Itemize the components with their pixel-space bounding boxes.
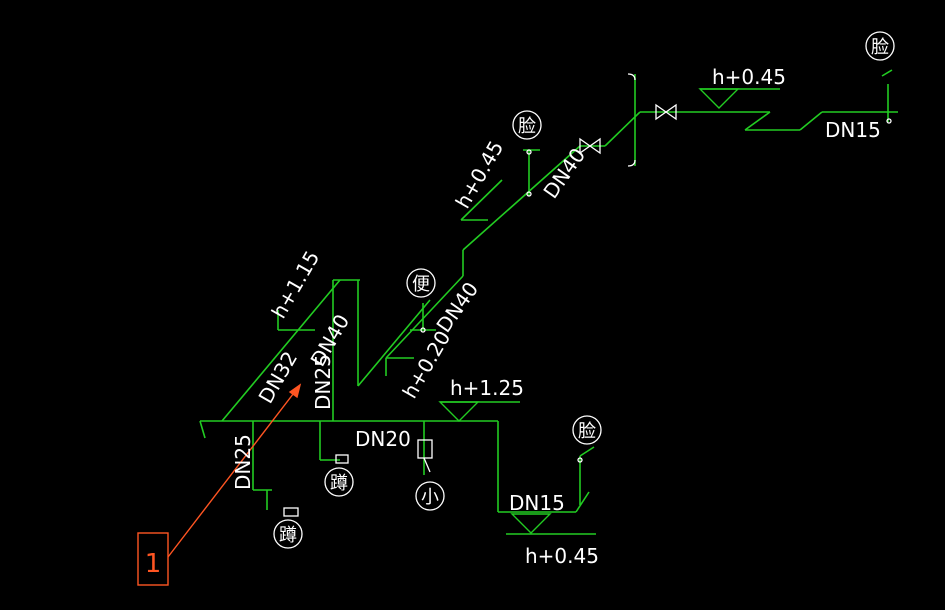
callout-leader — [167, 384, 301, 558]
valve-icon-1 — [579, 137, 601, 155]
washbasin-top-circle — [865, 31, 895, 61]
elev-slope: h+0.20 — [398, 326, 456, 402]
urinal-circle — [415, 481, 445, 511]
squat1-box — [283, 507, 299, 517]
fixture-squat-1: 蹲 — [279, 525, 297, 546]
bottom-washbasin-hook — [579, 446, 595, 457]
washbasin-bottom-circle — [572, 415, 602, 445]
tap-dot-4 — [577, 457, 583, 463]
label-dn25-branch: DN25 — [231, 434, 255, 490]
label-dn40-mid: DN40 — [431, 277, 483, 336]
label-dn40-upper: DN40 — [538, 143, 590, 202]
elev-bottom: h+0.45 — [525, 544, 599, 568]
top-branch-3 — [799, 111, 823, 131]
triangle-bottom — [510, 513, 552, 534]
triangle-main — [438, 401, 480, 422]
bottom-riser — [575, 491, 590, 513]
toilet-circle — [406, 268, 436, 298]
tap-dot-3 — [886, 118, 892, 124]
valve-icon-2 — [655, 103, 677, 121]
squat1-circle — [273, 519, 303, 549]
label-dn15-top: DN15 — [825, 118, 881, 142]
symbol-layer — [273, 31, 895, 549]
diagonal-dn40-mid — [385, 275, 464, 359]
washbasin-mid-circle — [512, 110, 542, 140]
elevation-triangles — [438, 88, 740, 534]
fixture-squat-2: 蹲 — [330, 473, 348, 494]
fixture-urinal: 小 — [421, 487, 439, 508]
top-washbasin-hook — [881, 69, 893, 77]
diagonal-riser-dn32 — [221, 279, 341, 422]
squat2-box — [335, 454, 349, 464]
squat2-circle — [324, 467, 354, 497]
brace-icon — [627, 73, 636, 167]
label-dn25-vertical: DN25 — [311, 354, 335, 410]
fixture-washbasin-top: 脸 — [871, 37, 889, 58]
elevation-diagonal-mid — [460, 179, 503, 221]
tap-dot-2 — [526, 191, 532, 197]
urinal-box — [417, 439, 433, 459]
valve-segment-2 — [604, 111, 641, 147]
callout-box — [137, 532, 169, 586]
pipe-network — [199, 69, 898, 535]
elev-left: h+1.15 — [267, 246, 325, 322]
callout-number: 1 — [145, 549, 162, 579]
label-dn15-bottom: DN15 — [509, 491, 565, 515]
fixture-toilet: 便 — [412, 274, 430, 295]
urinal-stroke — [423, 457, 431, 473]
elev-top-right: h+0.45 — [712, 65, 786, 89]
triangle-top — [698, 88, 740, 109]
tap-dot-5 — [420, 327, 426, 333]
callout-annotation — [137, 383, 302, 586]
label-dn20: DN20 — [355, 427, 411, 451]
fixture-washbasin-bottom: 脸 — [578, 421, 596, 442]
top-branch-zig — [744, 111, 771, 131]
main-pipe-end-cap — [199, 420, 206, 439]
callout-arrowhead — [288, 383, 302, 399]
tap-dot-1 — [526, 149, 532, 155]
label-dn32: DN32 — [254, 347, 303, 407]
elev-main: h+1.25 — [450, 376, 524, 400]
zigzag-diagonal — [357, 299, 431, 387]
fixture-washbasin-mid: 脸 — [518, 116, 536, 137]
diagonal-dn40-upper — [462, 145, 581, 251]
